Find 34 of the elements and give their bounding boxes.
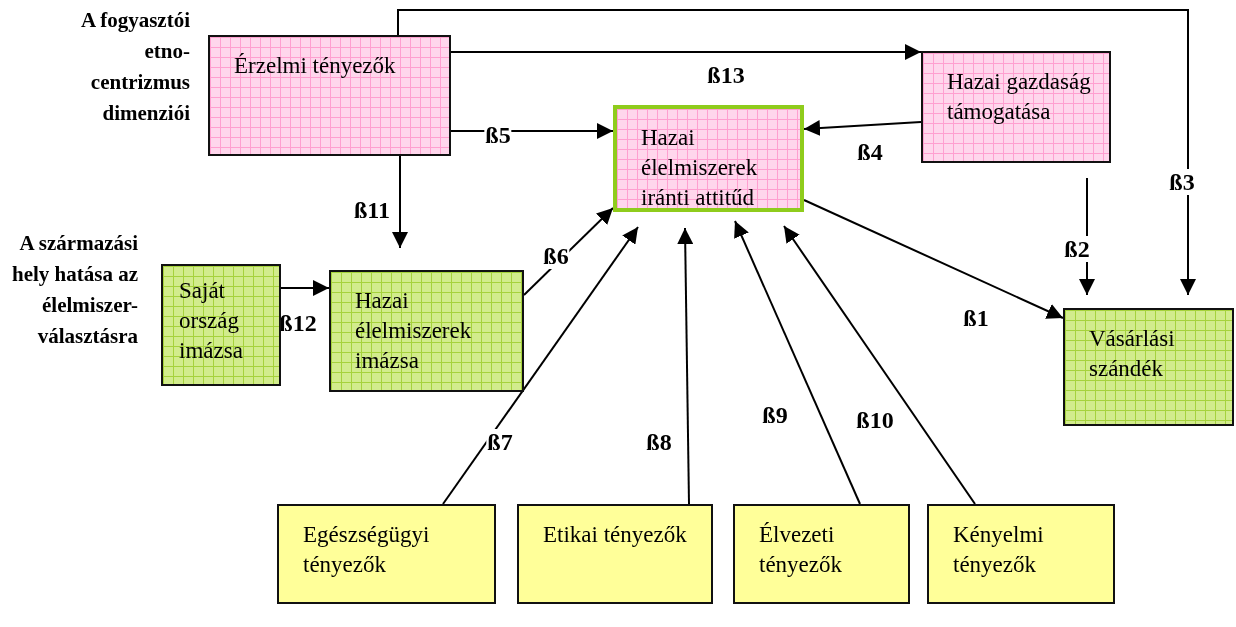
node-text: Élvezeti tényezők [759,521,843,579]
node-text: Vásárlási szándék [1089,325,1176,383]
arrow [803,199,1064,319]
factor-box [733,504,910,604]
factor-box [921,51,1111,163]
arrow [450,44,922,60]
factor-box [517,504,713,604]
node-text: Hazai gazdaság támogatása [947,68,1092,126]
edge-label: ß3 [1168,169,1196,195]
arrow [803,120,922,137]
node-text: Hazai élelmiszerek iránti attitűd [641,124,759,212]
node-text: Etikai tényezők [543,521,688,549]
node-text: Kényelmi tényezők [953,521,1045,579]
factor-box [1063,308,1234,426]
arrow [734,220,861,505]
arrow [442,226,639,505]
node-text: Saját ország imázsa [179,277,244,365]
node-text: Érzelmi tényezők [234,52,397,80]
factor-box [927,504,1115,604]
edge-label: ß2 [1063,236,1091,262]
arrow [783,225,976,505]
arrow [677,227,694,505]
factor-box [277,504,496,604]
arrow [397,9,1196,296]
factor-box [329,270,524,392]
factor-box [208,35,451,156]
arrow [280,280,330,296]
factor-box [613,105,804,212]
group-heading: A fogyasztói etno-centrizmus dimenziói [80,7,190,127]
group-heading: A származási hely hatása az élelmiszer-választásra [11,230,138,350]
arrow [392,155,408,249]
node-text: Hazai élelmiszerek imázsa [355,287,473,375]
factor-box [161,264,281,386]
node-text: Egészségügyi tényezők [303,521,431,579]
